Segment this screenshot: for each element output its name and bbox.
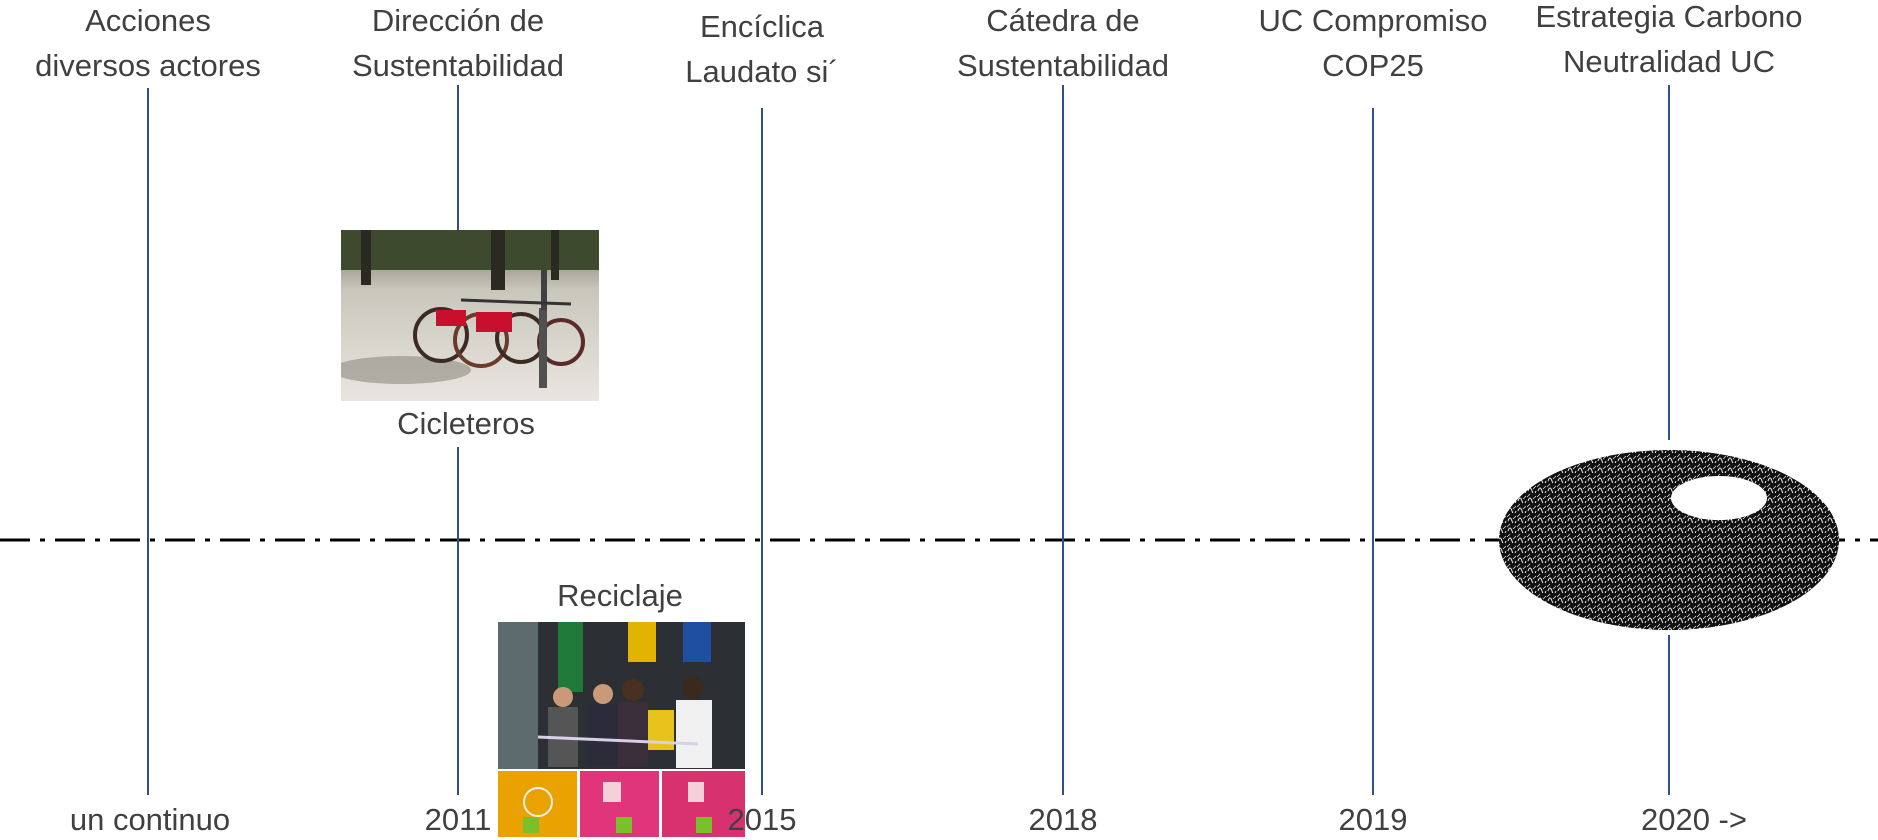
year-acciones: un continuo [69, 802, 231, 837]
event-label-cop25: UC Compromiso COP25 [1258, 3, 1488, 83]
cicleteros-caption: Cicleteros [397, 406, 535, 441]
event-label-direccion: Dirección de Sustentabilidad [352, 3, 564, 83]
reciclaje-photo [498, 622, 745, 837]
carbono-logo [1497, 443, 1842, 633]
cicleteros-photo [341, 230, 599, 401]
year-cop25: 2019 [1338, 802, 1408, 837]
event-label-enciclica: Encíclica Laudato si´ [685, 9, 839, 89]
bicycle-image [341, 230, 599, 401]
year-carbono: 2020 -> [1640, 802, 1747, 837]
year-catedra: 2018 [1028, 802, 1098, 837]
event-label-catedra: Cátedra de Sustentabilidad [957, 3, 1169, 83]
year-enciclica: 2015 [727, 802, 797, 837]
torus-logo-icon [1499, 450, 1839, 630]
reciclaje-caption: Reciclaje [557, 578, 683, 613]
recycling-image [498, 622, 745, 837]
event-label-acciones: Acciones diversos actores [35, 3, 261, 83]
event-label-carbono: Estrategia Carbono Neutralidad UC [1535, 0, 1803, 79]
year-direccion: 2011 [424, 802, 492, 837]
